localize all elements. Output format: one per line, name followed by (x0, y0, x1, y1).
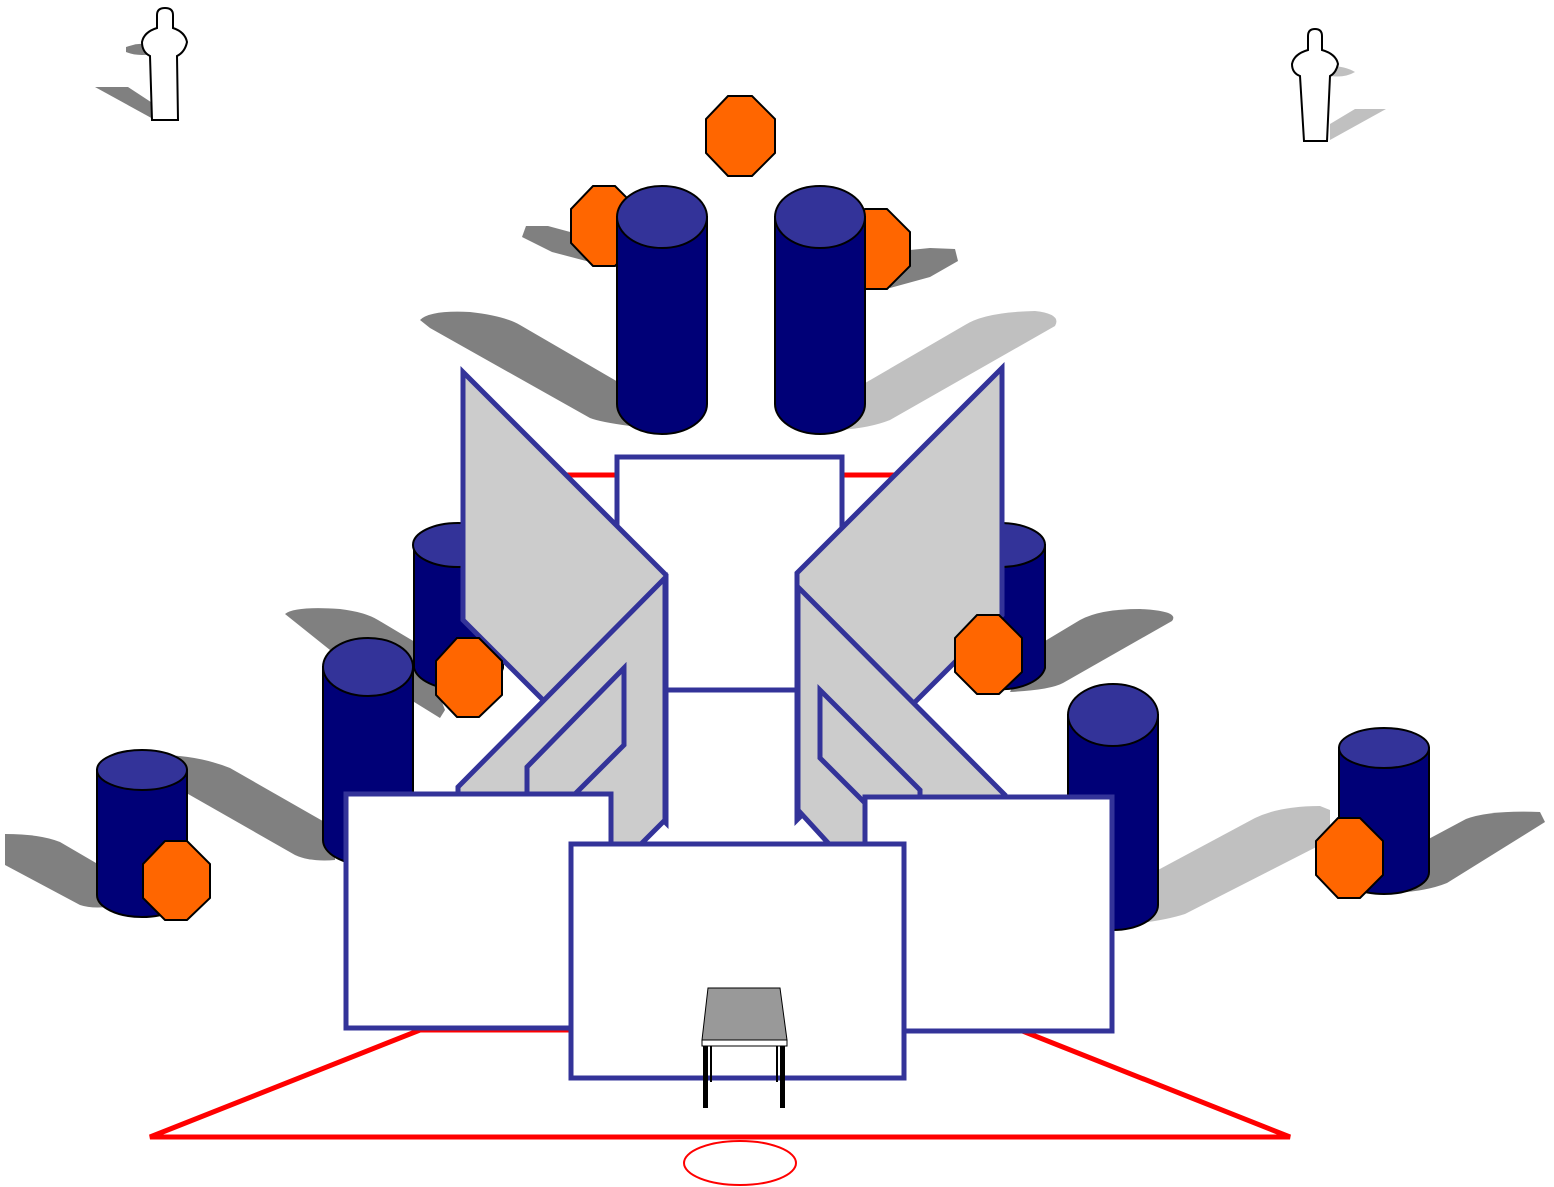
shadow (1330, 109, 1386, 140)
table-front-edge (701, 1039, 788, 1047)
steel-target-far-right (1315, 817, 1384, 899)
shadow (5, 834, 120, 908)
steel-target-mid-left (435, 637, 503, 718)
table-leg (710, 1046, 712, 1082)
barrel-top-right (774, 185, 866, 435)
steel-target-far-left (142, 840, 211, 921)
shadow (150, 754, 335, 861)
barrel-top-left (616, 185, 708, 435)
steel-target-mid-right (954, 614, 1023, 695)
shadow (420, 311, 630, 426)
table-leg (776, 1046, 778, 1082)
front-angled-walls (455, 571, 1008, 848)
start-position-marker (683, 1140, 797, 1186)
shadow (1010, 609, 1174, 692)
table-top (701, 987, 788, 1041)
table-leg (780, 1046, 785, 1108)
shadow (1120, 806, 1330, 925)
table (701, 987, 788, 1108)
shadow (95, 87, 160, 120)
table-leg (703, 1046, 708, 1108)
shadow (840, 311, 1057, 430)
no-shoot-silhouette-left (140, 6, 189, 121)
steel-target-top-center (705, 95, 776, 177)
no-shoot-silhouette-right (1290, 27, 1340, 142)
